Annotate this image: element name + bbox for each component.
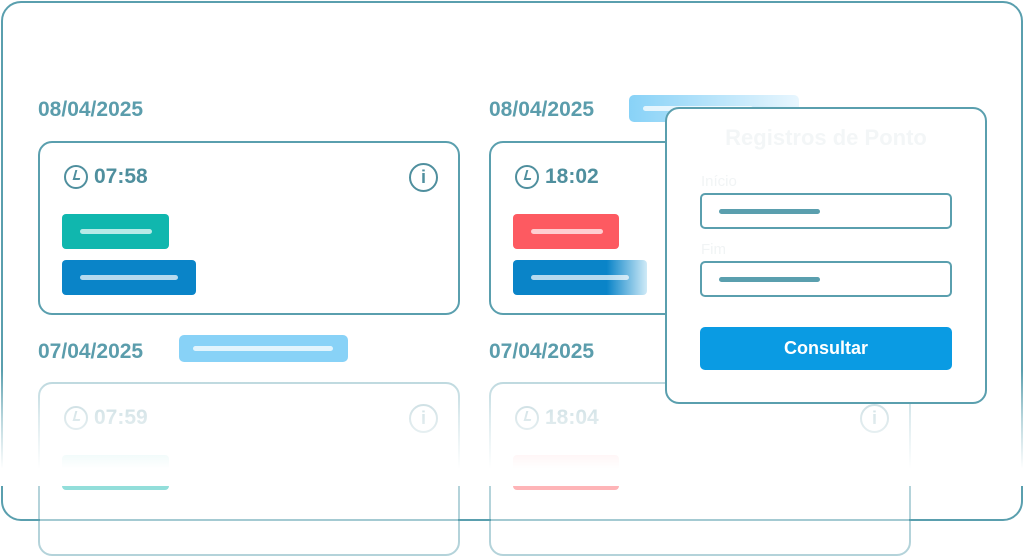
modal-title: Registros de Ponto <box>725 125 927 150</box>
status-badge <box>513 214 619 249</box>
date-heading: 08/04/2025 <box>38 98 144 121</box>
date-heading: 07/04/2025 <box>38 340 144 363</box>
end-label: Fim <box>701 241 726 258</box>
type-badge <box>513 260 647 295</box>
query-modal: Registros de Ponto Início Fim Consultar <box>665 107 987 404</box>
clock-icon <box>515 165 539 189</box>
placeholder-tag <box>179 335 348 362</box>
punch-card[interactable]: 07:58 i <box>38 141 460 315</box>
clock-icon <box>64 165 88 189</box>
punch-card[interactable]: 07:59 i <box>38 382 460 556</box>
consultar-button[interactable]: Consultar <box>700 327 952 370</box>
start-label: Início <box>701 173 737 190</box>
date-heading: 07/04/2025 <box>489 340 595 363</box>
end-date-input[interactable] <box>700 261 952 297</box>
clock-icon <box>515 406 539 430</box>
punch-time: 18:02 <box>545 165 599 188</box>
punch-time: 18:04 <box>545 406 599 429</box>
status-badge <box>62 455 169 490</box>
start-date-input[interactable] <box>700 193 952 229</box>
clock-icon <box>64 406 88 430</box>
status-badge <box>62 214 169 249</box>
status-badge <box>513 455 619 490</box>
punch-card[interactable]: 18:04 i <box>489 382 911 556</box>
info-icon[interactable]: i <box>409 404 438 433</box>
info-icon[interactable]: i <box>409 163 438 192</box>
punch-time: 07:59 <box>94 406 148 429</box>
type-badge <box>62 260 196 295</box>
punch-time: 07:58 <box>94 165 148 188</box>
info-icon[interactable]: i <box>860 404 889 433</box>
date-heading: 08/04/2025 <box>489 98 595 121</box>
